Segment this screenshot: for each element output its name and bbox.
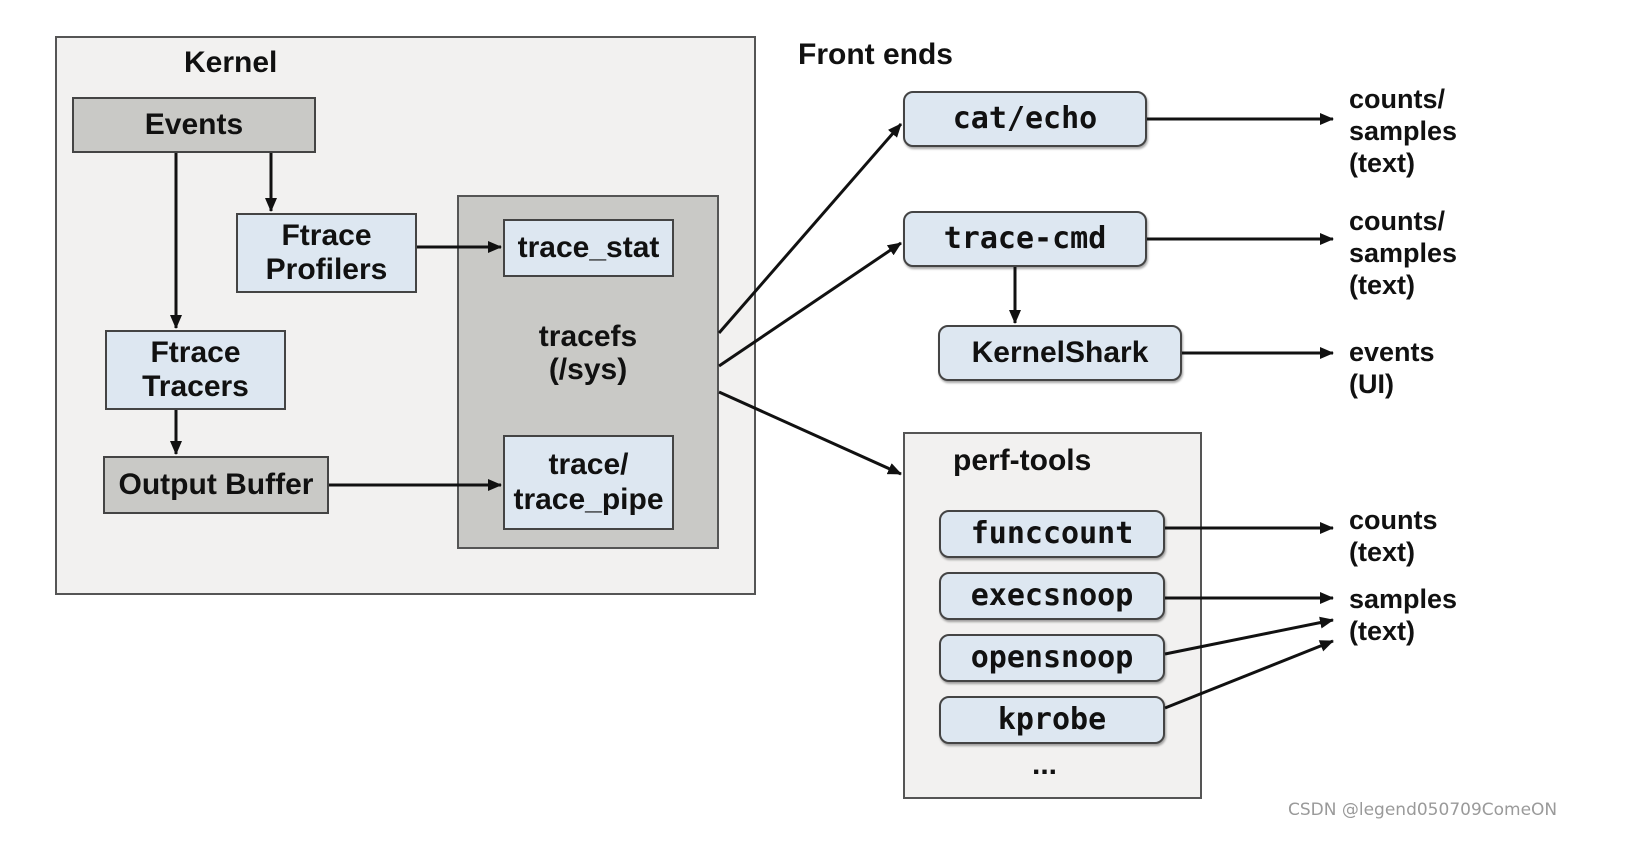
funccount-box: funccount [939, 510, 1165, 558]
arrow-kprobe-to-output [1164, 639, 1334, 710]
opensnoop-box: opensnoop [939, 634, 1165, 682]
funccount-output: counts (text) [1349, 505, 1438, 567]
ftrace-tracers-box: Ftrace Tracers [105, 330, 286, 410]
execsnoop-box: execsnoop [939, 572, 1165, 620]
arrow-tracefs-to-cat-echo [717, 123, 903, 334]
front-ends-title: Front ends [798, 38, 953, 71]
arrow-tracefs-to-trace-cmd [718, 241, 902, 368]
ftrace-profilers-box: Ftrace Profilers [236, 213, 417, 293]
trace-cmd-output: counts/ samples (text) [1349, 206, 1458, 300]
perf-tools-more: ... [1032, 748, 1058, 781]
kprobe-box: kprobe [939, 696, 1165, 744]
output-buffer-box: Output Buffer [103, 456, 329, 514]
cat-echo-output: counts/ samples (text) [1349, 84, 1458, 178]
kernelshark-box: KernelShark [938, 325, 1182, 381]
trace-cmd-box: trace-cmd [903, 211, 1147, 267]
arrow-tracefs-to-perf-tools [718, 390, 902, 476]
events-box: Events [72, 97, 316, 153]
kernel-title: Kernel [184, 46, 278, 79]
arrow-opensnoop-to-output [1164, 616, 1334, 656]
cat-echo-box: cat/echo [903, 91, 1147, 147]
kernelshark-output: events (UI) [1349, 337, 1435, 399]
tracefs-label: tracefs (/sys) [538, 320, 638, 386]
samples-output: samples (text) [1349, 584, 1458, 646]
trace-pipe-box: trace/ trace_pipe [503, 435, 674, 530]
perf-tools-title: perf-tools [953, 444, 1092, 477]
watermark: CSDN @legend050709ComeON [1288, 800, 1558, 820]
trace-stat-box: trace_stat [503, 219, 674, 277]
